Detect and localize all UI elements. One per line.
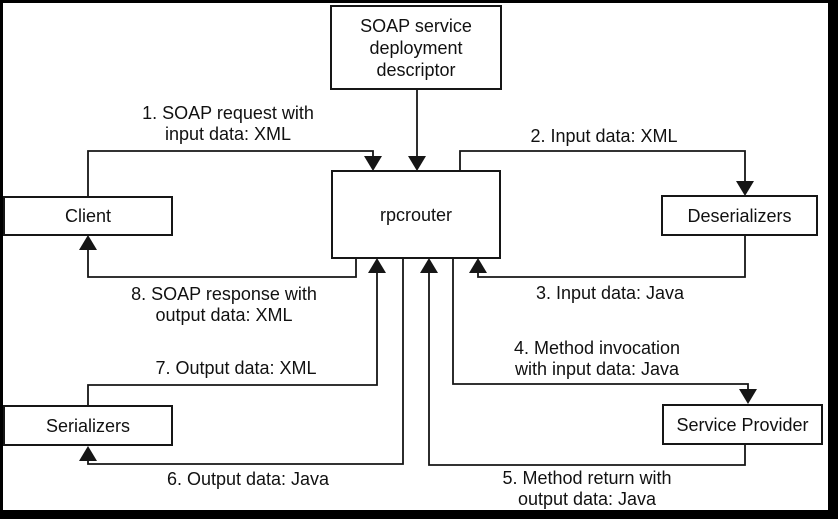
edge-label-4: 4. Method invocation with input data: Ja…	[513, 338, 681, 379]
edge-2-connector	[459, 150, 754, 196]
edge-label-3: 3. Input data: Java	[535, 283, 685, 303]
edge-label-2: 2. Input data: XML	[530, 126, 678, 146]
edge-label-5: 5. Method return with output data: Java	[502, 468, 672, 509]
node-label-line: descriptor	[376, 59, 456, 80]
node-deserializers: Deserializers	[661, 195, 818, 236]
edge-5-connector	[420, 258, 746, 466]
edge-label-6: 6. Output data: Java	[166, 469, 330, 489]
node-service-provider: Service Provider	[662, 404, 823, 445]
arrowhead-up-icon	[79, 235, 97, 250]
edge-label-7: 7. Output data: XML	[155, 358, 317, 378]
arrowhead-down-icon	[364, 156, 382, 171]
node-label: rpcrouter	[379, 204, 453, 225]
node-serializers: Serializers	[3, 405, 173, 446]
edge-4-connector	[452, 259, 757, 404]
node-label: Deserializers	[687, 205, 792, 226]
arrowhead-up-icon	[420, 258, 438, 273]
node-label: Serializers	[45, 415, 131, 436]
node-label: Client	[64, 206, 112, 226]
node-label-line: deployment	[369, 37, 463, 58]
arrowhead-up-icon	[79, 446, 97, 461]
arrowhead-down-icon	[739, 389, 757, 404]
edge-descriptor-to-rpcrouter	[408, 90, 426, 171]
node-label-line: SOAP service	[360, 15, 472, 36]
node-rpcrouter: rpcrouter	[331, 170, 501, 259]
node-client: Client	[3, 196, 173, 236]
node-label: Service Provider	[676, 414, 809, 435]
edge-8-connector	[79, 235, 357, 278]
edge-label-1: 1. SOAP request with input data: XML	[142, 103, 314, 144]
arrowhead-up-icon	[368, 258, 386, 273]
edge-6-connector	[79, 259, 404, 465]
arrowhead-down-icon	[408, 156, 426, 171]
arrowhead-down-icon	[736, 181, 754, 196]
arrowhead-up-icon	[469, 258, 487, 273]
edge-label-8: 8. SOAP response with output data: XML	[131, 284, 317, 325]
edge-7-connector	[87, 258, 386, 405]
node-soap-deployment-descriptor: SOAP service deployment descriptor	[330, 5, 502, 90]
edge-3-connector	[469, 236, 746, 278]
edge-1-connector	[87, 150, 382, 196]
